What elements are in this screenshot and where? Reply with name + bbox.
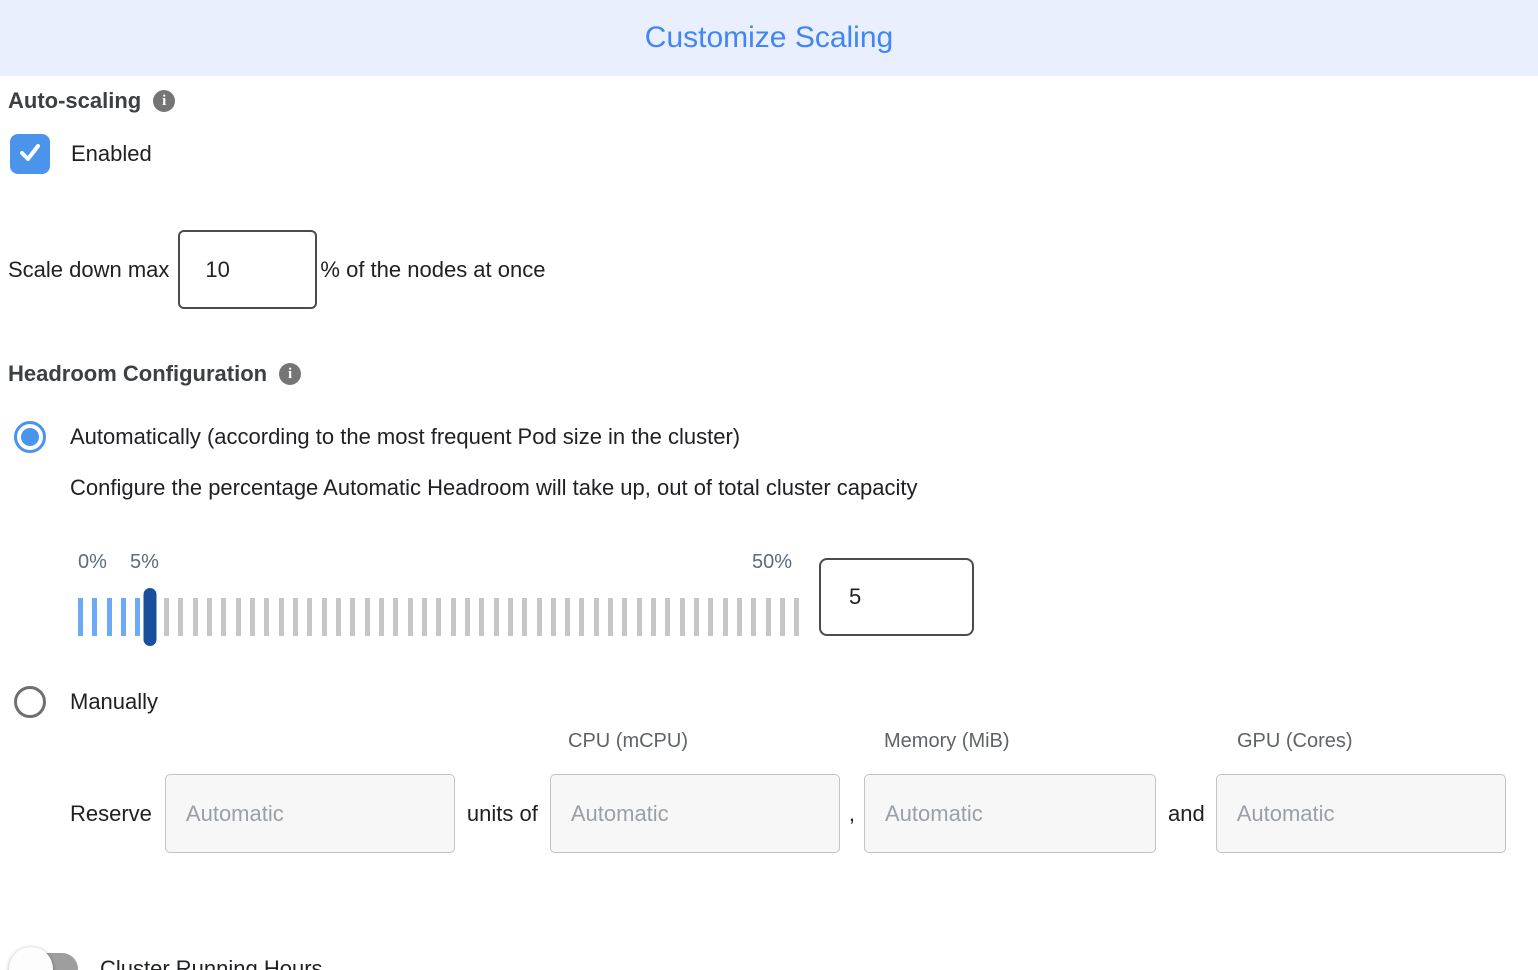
cluster-running-hours-row: Cluster Running Hours [9,947,1538,970]
auto-scaling-enabled-checkbox[interactable] [10,134,50,174]
slider-tick [565,598,571,636]
auto-scaling-heading-label: Auto-scaling [8,88,142,113]
slider-max-label: 50% [751,551,792,573]
slider-tick [794,598,800,636]
headroom-tick-row[interactable] [78,588,800,646]
slider-tick [436,598,442,636]
slider-tick [550,598,556,636]
headroom-slider: 0% 5% 50% [78,551,800,646]
dialog-header: Customize Scaling [0,0,1538,76]
slider-tick [163,598,169,636]
slider-tick [679,598,685,636]
slider-tick [765,598,771,636]
slider-tick [307,598,313,636]
slider-tick [780,598,786,636]
cluster-running-hours-label: Cluster Running Hours [100,956,323,970]
slider-tick [393,598,399,636]
slider-tick [192,598,198,636]
headroom-slider-handle[interactable] [143,588,157,646]
headroom-automatic-row: Automatically (according to the most fre… [0,421,1538,453]
slider-tick [350,598,356,636]
slider-current-label: 5% [130,551,159,573]
slider-tick [264,598,270,636]
scale-down-suffix-label: % of the nodes at once [320,256,546,282]
slider-tick [221,598,227,636]
slider-tick [694,598,700,636]
column-header-memory: Memory (MiB) [884,730,1010,752]
and-label: and [1167,800,1205,826]
comma-separator: , [848,800,855,826]
headroom-percentage-input[interactable] [819,558,974,636]
slider-tick [622,598,628,636]
slider-tick [522,598,528,636]
info-icon[interactable]: i [279,363,302,385]
enabled-label: Enabled [71,141,152,166]
slider-tick [665,598,671,636]
reserve-cpu-input[interactable] [549,774,840,853]
slider-tick [708,598,714,636]
check-icon [17,139,43,170]
slider-tick [636,598,642,636]
slider-tick [335,598,341,636]
slider-tick [278,598,284,636]
column-header-gpu: GPU (Cores) [1237,730,1353,752]
slider-tick [593,598,599,636]
headroom-slider-row: 0% 5% 50% [78,551,1538,646]
slider-tick [579,598,585,636]
slider-tick [178,598,184,636]
scale-down-prefix-label: Scale down max [8,256,170,282]
slider-tick [206,598,212,636]
auto-scaling-enabled-row: Enabled [10,134,1538,174]
headroom-slider-labels: 0% 5% 50% [78,551,800,579]
slider-tick [378,598,384,636]
page-title: Customize Scaling [644,21,894,54]
reserve-gpu-input[interactable] [1215,774,1506,853]
headroom-heading: Headroom Configuration i [8,361,1538,387]
slider-tick [493,598,499,636]
reserve-row: Reserve units of , and [0,774,1538,853]
slider-tick [608,598,614,636]
reserve-label: Reserve [70,800,152,826]
slider-tick [92,598,98,636]
slider-tick [421,598,427,636]
scale-down-max-input[interactable] [178,230,318,309]
auto-scaling-heading: Auto-scaling i [8,88,1538,114]
headroom-manually-label: Manually [70,689,159,714]
slider-tick [464,598,470,636]
slider-tick [78,598,83,636]
slider-tick [536,598,542,636]
headroom-automatic-radio[interactable] [14,421,46,453]
headroom-manually-radio[interactable] [14,686,46,718]
headroom-automatic-label: Automatically (according to the most fre… [70,424,741,449]
slider-tick [751,598,757,636]
cluster-running-hours-toggle[interactable] [9,947,78,970]
toggle-thumb[interactable] [9,947,53,970]
slider-tick [737,598,743,636]
headroom-heading-label: Headroom Configuration [8,361,268,386]
headroom-manually-row: Manually [0,686,1538,718]
slider-tick [651,598,657,636]
slider-tick [135,598,141,636]
reserve-columns-header: CPU (mCPU) Memory (MiB) GPU (Cores) [0,730,1538,754]
reserve-memory-input[interactable] [863,774,1156,853]
slider-tick [479,598,485,636]
slider-tick [722,598,728,636]
slider-min-label: 0% [78,551,107,573]
info-icon[interactable]: i [153,90,176,112]
slider-tick [507,598,513,636]
slider-tick [106,598,112,636]
reserve-units-input[interactable] [164,774,455,853]
slider-tick [364,598,370,636]
slider-tick [235,598,241,636]
slider-tick [450,598,456,636]
slider-tick [321,598,327,636]
slider-tick [249,598,255,636]
scale-down-row: Scale down max % of the nodes at once [8,230,1538,309]
slider-tick [120,598,126,636]
slider-tick [292,598,298,636]
slider-tick [407,598,413,636]
column-header-cpu: CPU (mCPU) [568,730,688,752]
units-of-label: units of [466,800,538,826]
headroom-description: Configure the percentage Automatic Headr… [70,475,918,500]
